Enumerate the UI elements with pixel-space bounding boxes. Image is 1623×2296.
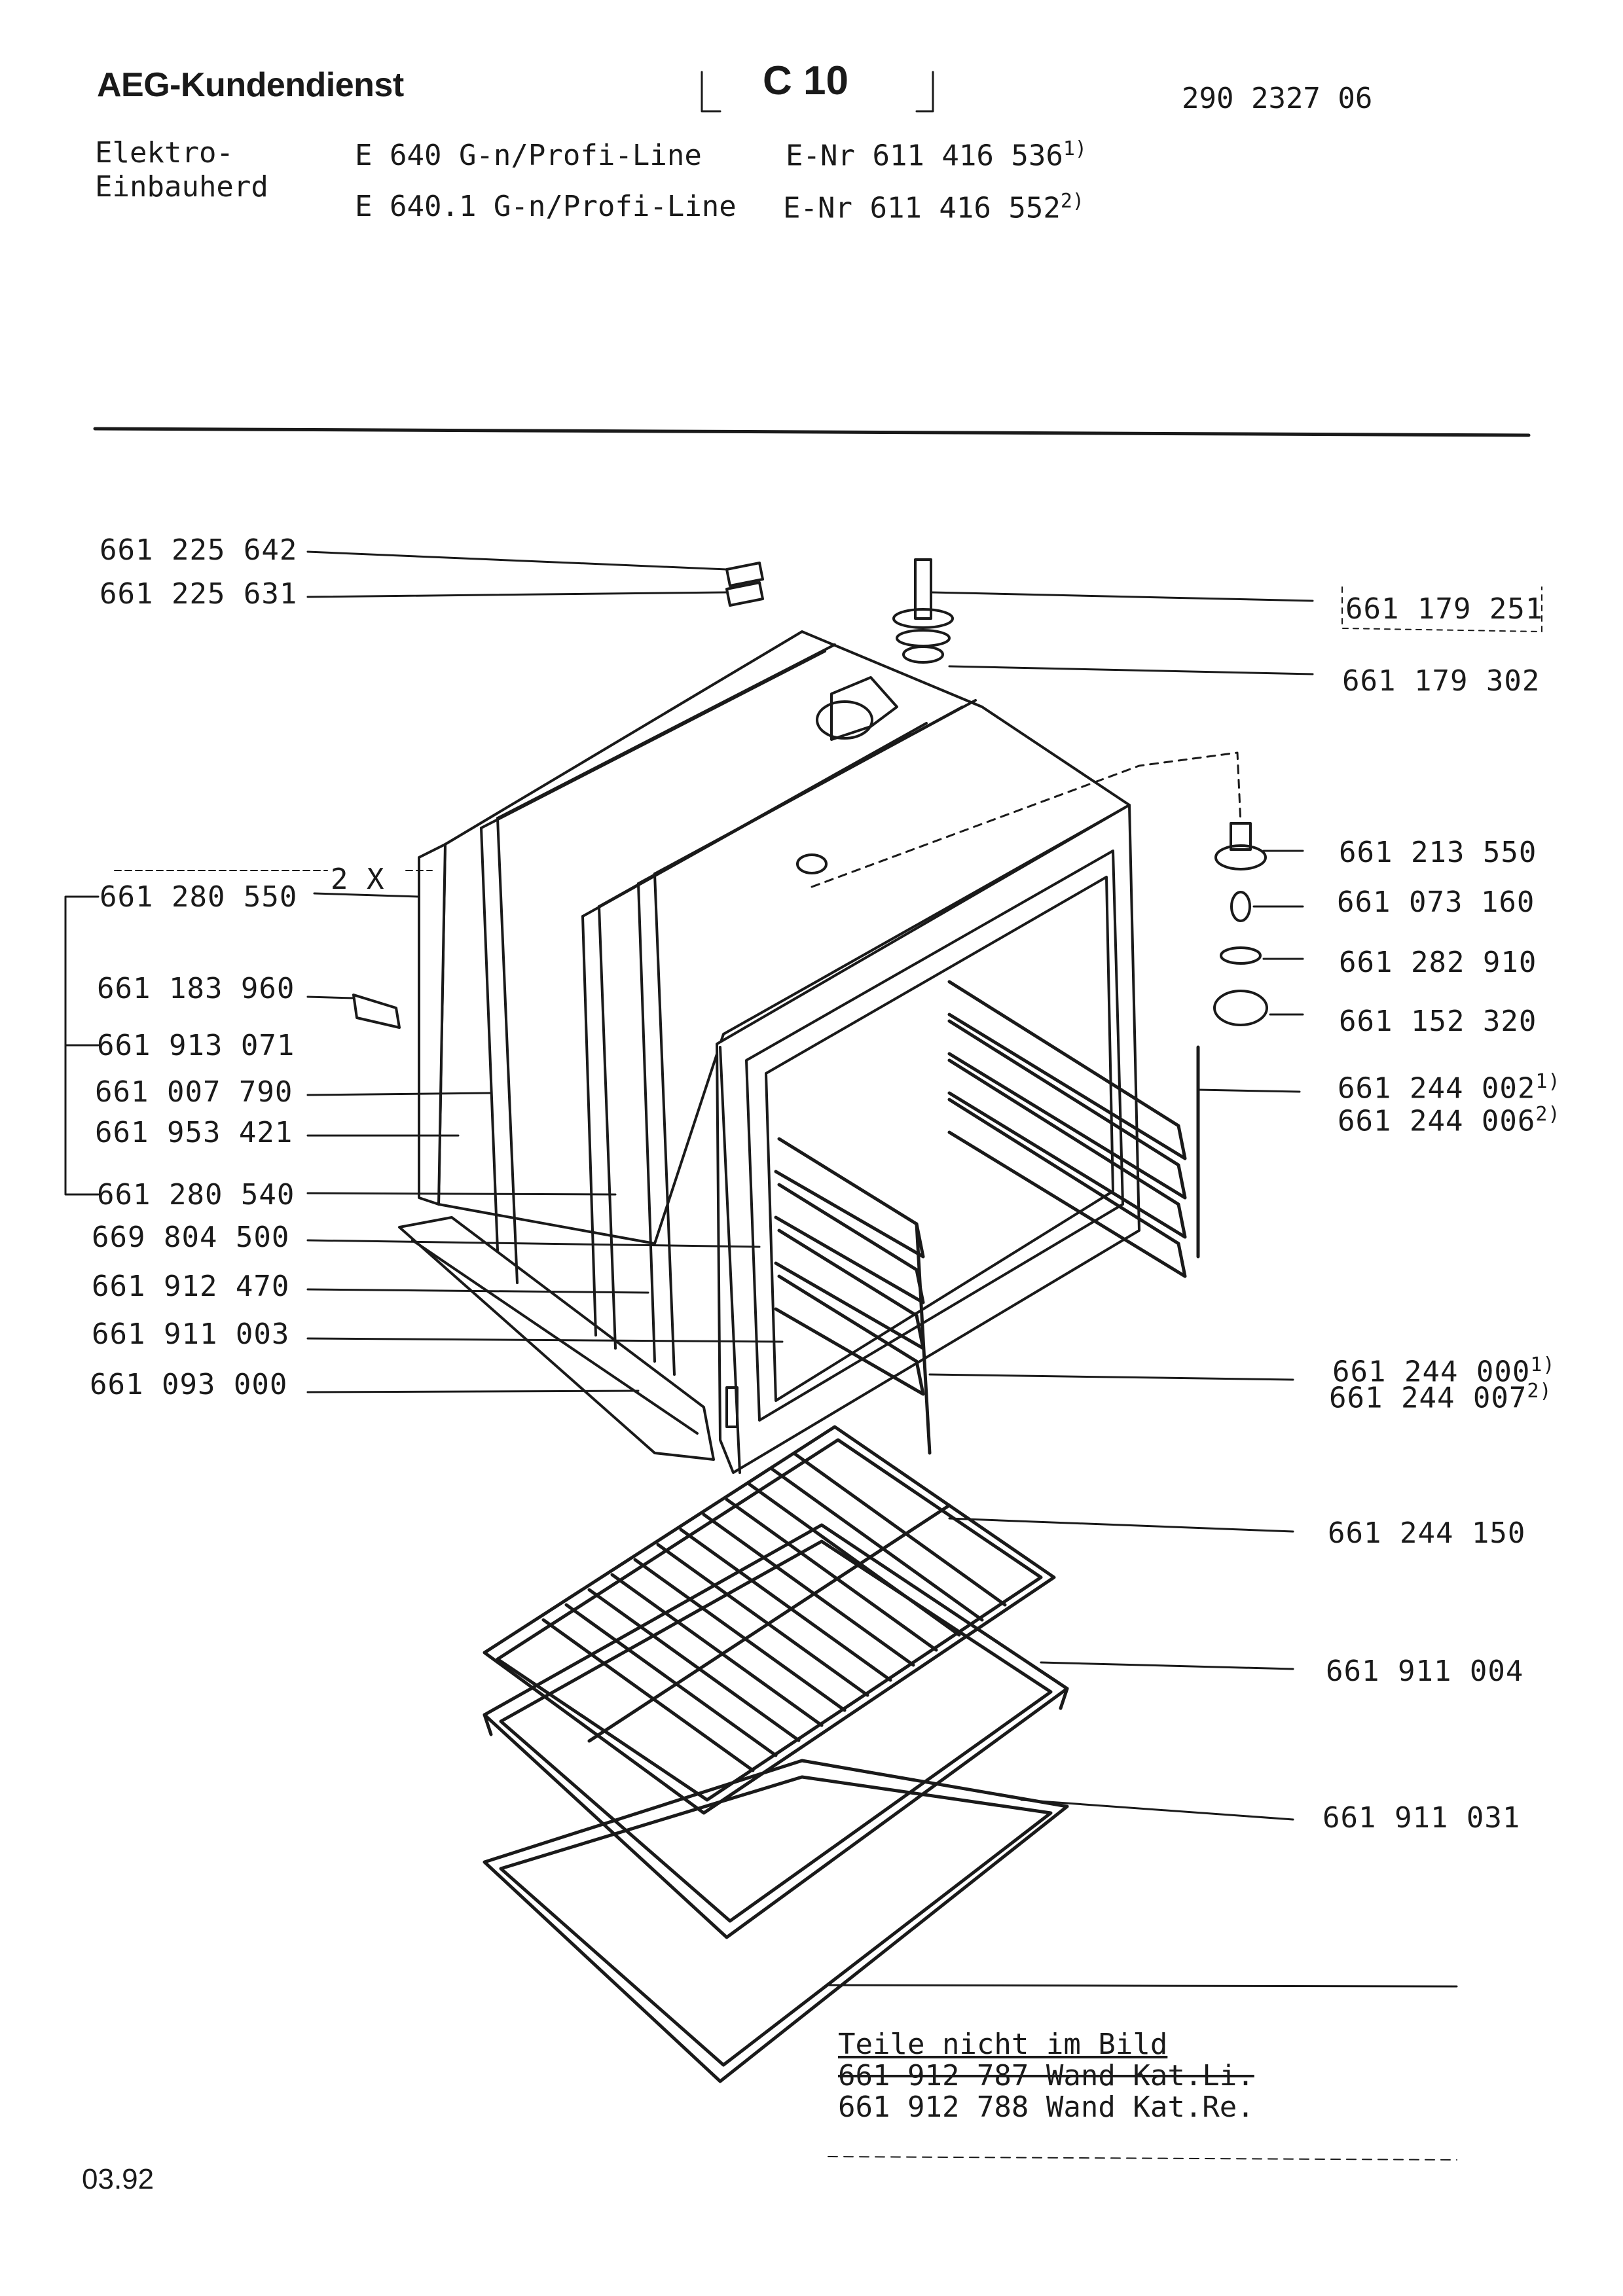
- code-bracket-left: [701, 71, 721, 113]
- oven-front-frame: [716, 804, 1140, 1474]
- appliance-type-line2: Einbauherd: [95, 170, 268, 204]
- side-panel-left: [418, 843, 447, 1206]
- part-label-661244150: 661 244 150: [1328, 1516, 1526, 1550]
- model-enr-2: E-Nr 611 416 5522): [783, 190, 1084, 225]
- part-label-661280540: 661 280 540: [97, 1178, 295, 1211]
- header-rule: [93, 427, 1531, 437]
- model-name-1: E 640 G-n/Profi-Line: [355, 139, 702, 172]
- part-label-661225631: 661 225 631: [100, 577, 298, 611]
- document-number: 290 2327 06: [1182, 82, 1373, 115]
- grill-pan: [483, 1759, 1069, 2083]
- part-label-661244002: 661 244 0021): [1338, 1070, 1561, 1105]
- code-bracket-right: [915, 71, 934, 113]
- part-label-661179251: 661 179 251: [1345, 592, 1544, 626]
- part-label-661282910: 661 282 910: [1339, 946, 1537, 979]
- part-label-661073160: 661 073 160: [1337, 886, 1535, 919]
- appliance-type-line1: Elektro-: [95, 136, 234, 170]
- part-label-661911004: 661 911 004: [1326, 1655, 1524, 1688]
- wire-shelf: [483, 1425, 1056, 1815]
- part-label-661213550: 661 213 550: [1339, 836, 1537, 869]
- not-shown-heading: Teile nicht im Bild: [838, 2028, 1168, 2061]
- group-bracket-left: [64, 895, 100, 1196]
- quantity-label: 2 X: [331, 863, 385, 896]
- part-label-661183960: 661 183 960: [97, 972, 295, 1005]
- leader-lines-right: [928, 591, 1314, 1821]
- part-label-661179302: 661 179 302: [1342, 664, 1541, 698]
- part-label-661280550: 661 280 550: [100, 880, 298, 914]
- model-name-2: E 640.1 G-n/Profi-Line: [355, 190, 737, 223]
- part-label-661911031: 661 911 031: [1322, 1801, 1521, 1835]
- part-label-661225642: 661 225 642: [100, 533, 298, 567]
- part-label-661913071: 661 913 071: [97, 1029, 295, 1062]
- part-label-661093000: 661 093 000: [90, 1368, 288, 1401]
- part-label-669804500: 669 804 500: [92, 1221, 290, 1254]
- oven-bottom-plate: [398, 1216, 715, 1461]
- not-shown-box: Teile nicht im Bild 661 912 787 Wand Kat…: [838, 2029, 1254, 2123]
- part-label-661244006: 661 244 0062): [1338, 1103, 1561, 1138]
- diagram-code: C 10: [763, 58, 848, 103]
- baking-tray: [483, 1523, 1069, 1939]
- part-label-661244007: 661 244 0072): [1329, 1380, 1552, 1415]
- revision-date: 03.92: [82, 2163, 155, 2195]
- rack-support-right: [947, 980, 1200, 1278]
- part-label-661912470: 661 912 470: [92, 1270, 290, 1303]
- model-enr-1: E-Nr 611 416 5361): [786, 137, 1087, 173]
- leader-lines-left: [306, 550, 784, 1393]
- not-shown-item-2: 661 912 788 Wand Kat.Re.: [838, 2090, 1254, 2124]
- part-label-661244000: 661 244 0001): [1332, 1354, 1556, 1389]
- not-shown-item-1: 661 912 787 Wand Kat.Li.: [838, 2059, 1254, 2092]
- rack-support-left: [774, 1137, 932, 1455]
- oven-lamp-assembly: [1213, 822, 1268, 1026]
- clip-parts: [352, 562, 764, 1029]
- company-title: AEG-Kundendienst: [97, 66, 404, 104]
- part-label-661953421: 661 953 421: [95, 1116, 293, 1149]
- part-label-661152320: 661 152 320: [1339, 1005, 1537, 1038]
- part-label-661911003: 661 911 003: [92, 1318, 290, 1351]
- part-label-661007790: 661 007 790: [95, 1075, 293, 1109]
- thermostat-sensor: [892, 558, 954, 664]
